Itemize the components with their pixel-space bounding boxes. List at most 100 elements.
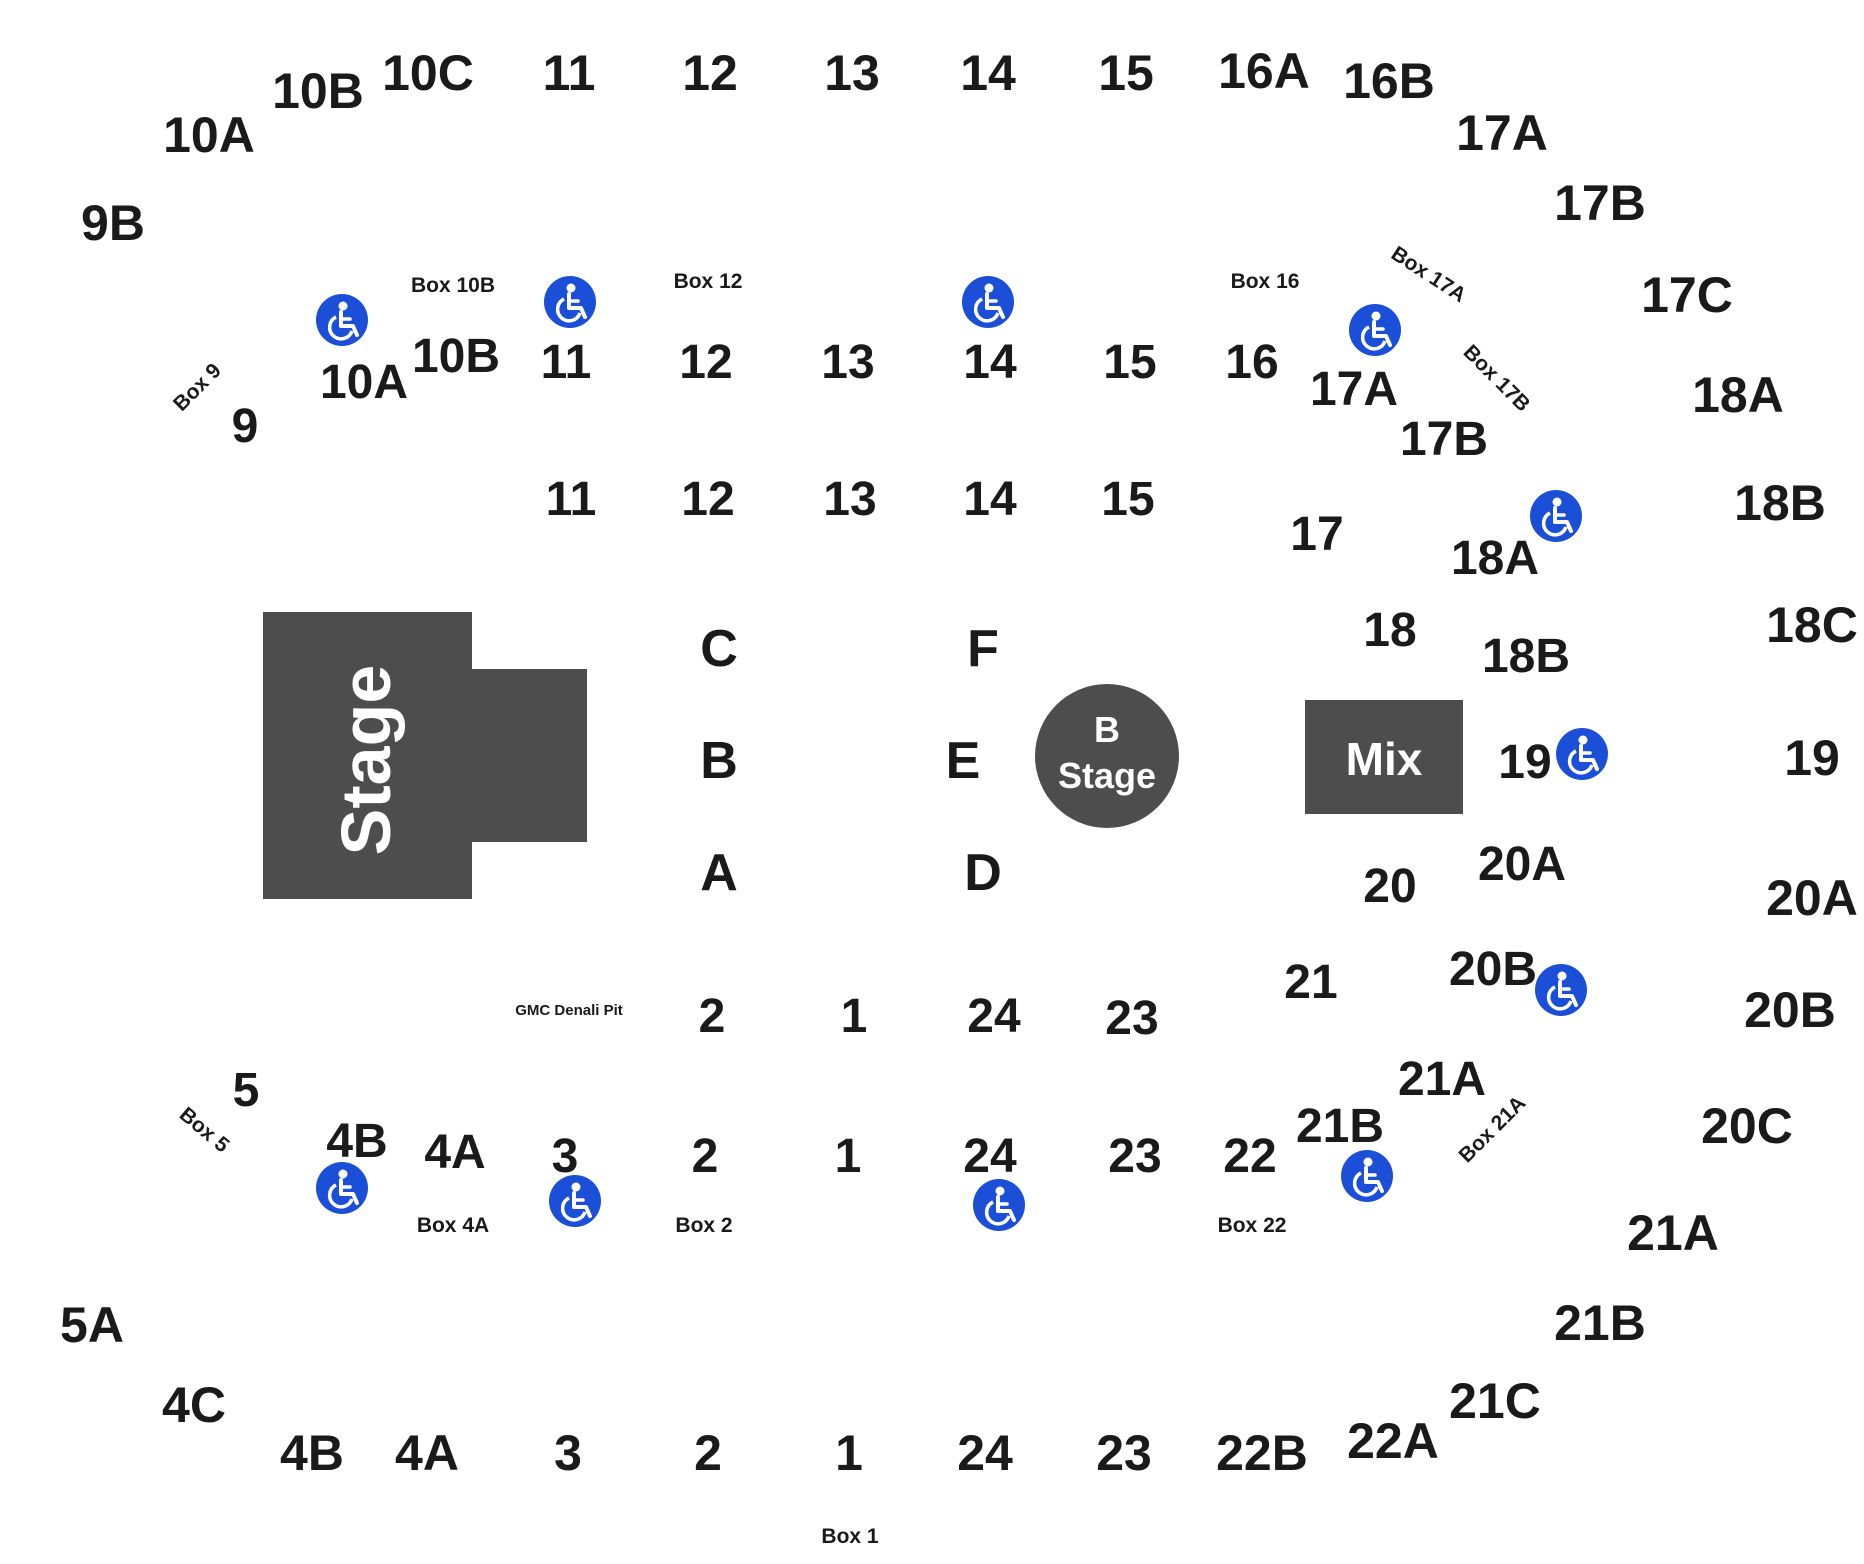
section-floor-b[interactable]: B [700,732,738,790]
box-2-label[interactable]: Box 2 [675,1214,732,1237]
section-upper-15[interactable]: 15 [1098,45,1154,101]
section-floor-f[interactable]: F [967,620,999,678]
section-upper-14[interactable]: 14 [960,45,1016,101]
section-upper-3[interactable]: 3 [554,1425,582,1481]
wheelchair-icon[interactable] [1554,726,1610,782]
section-upper-21b[interactable]: 21B [1554,1295,1646,1351]
section-upper-13[interactable]: 13 [824,45,880,101]
wheelchair-icon[interactable] [971,1177,1027,1233]
section-upper-18a[interactable]: 18A [1692,367,1784,423]
section-5a[interactable]: 5A [60,1297,124,1353]
section-lower-13[interactable]: 13 [823,473,876,526]
section-middle-1[interactable]: 1 [835,1130,862,1183]
section-upper-24[interactable]: 24 [957,1425,1013,1481]
wheelchair-icon[interactable] [547,1173,603,1229]
section-upper-10b[interactable]: 10B [272,63,364,119]
section-middle-14[interactable]: 14 [963,336,1017,389]
wheelchair-icon[interactable] [542,274,598,330]
box-12-label[interactable]: Box 12 [674,270,743,293]
section-upper-1[interactable]: 1 [835,1425,863,1481]
section-middle-4b[interactable]: 4B [326,1115,387,1168]
section-upper-21a[interactable]: 21A [1627,1205,1719,1261]
section-lower-18[interactable]: 18 [1363,604,1416,657]
section-middle-3[interactable]: 3 [552,1130,579,1183]
section-lower-20[interactable]: 20 [1363,860,1416,913]
section-upper-19[interactable]: 19 [1784,730,1840,786]
box-17a-label[interactable]: Box 17A [1387,242,1470,307]
wheelchair-icon[interactable] [1533,962,1589,1018]
section-middle-18b[interactable]: 18B [1482,630,1570,683]
section-middle-13[interactable]: 13 [821,336,874,389]
section-middle-16[interactable]: 16 [1225,336,1278,389]
wheelchair-icon[interactable] [314,1160,370,1216]
wheelchair-icon[interactable] [1528,488,1584,544]
section-upper-18b[interactable]: 18B [1734,475,1826,531]
section-middle-19[interactable]: 19 [1498,736,1551,789]
section-middle-15[interactable]: 15 [1103,336,1156,389]
section-9b[interactable]: 9B [81,195,145,251]
wheelchair-icon[interactable] [960,274,1016,330]
box-16-label[interactable]: Box 16 [1231,270,1300,293]
section-upper-17a[interactable]: 17A [1456,105,1548,161]
section-21c[interactable]: 21C [1449,1373,1541,1429]
box-4a-label[interactable]: Box 4A [417,1214,489,1237]
mix-booth[interactable]: Mix [1305,700,1463,814]
wheelchair-icon[interactable] [314,292,370,348]
box-5-label[interactable]: Box 5 [175,1103,234,1158]
section-middle-10a[interactable]: 10A [320,356,408,409]
section-22b[interactable]: 22B [1216,1425,1308,1481]
section-upper-10a[interactable]: 10A [163,107,255,163]
box-22-label[interactable]: Box 22 [1218,1214,1287,1237]
section-16b[interactable]: 16B [1343,53,1435,109]
box-9-label[interactable]: Box 9 [169,359,226,416]
wheelchair-icon[interactable] [1339,1148,1395,1204]
pit-label[interactable]: GMC Denali Pit [515,1002,623,1019]
section-4c[interactable]: 4C [162,1377,226,1433]
section-middle-9[interactable]: 9 [232,400,259,453]
section-floor-e[interactable]: E [946,732,981,790]
section-upper-23[interactable]: 23 [1096,1425,1152,1481]
section-middle-21a[interactable]: 21A [1398,1053,1486,1106]
section-lower-21[interactable]: 21 [1284,956,1337,1009]
section-10c[interactable]: 10C [382,45,474,101]
section-18c[interactable]: 18C [1766,597,1858,653]
section-middle-20b[interactable]: 20B [1449,943,1537,996]
section-middle-12[interactable]: 12 [679,336,732,389]
section-20c[interactable]: 20C [1701,1098,1793,1154]
section-lower-24[interactable]: 24 [967,990,1021,1043]
section-upper-2[interactable]: 2 [694,1425,722,1481]
section-floor-c[interactable]: C [700,620,738,678]
section-middle-11[interactable]: 11 [541,336,592,389]
section-middle-21b[interactable]: 21B [1296,1100,1384,1153]
section-upper-12[interactable]: 12 [682,45,738,101]
section-middle-20a[interactable]: 20A [1478,838,1566,891]
section-lower-14[interactable]: 14 [963,473,1017,526]
section-floor-d[interactable]: D [964,844,1002,902]
section-lower-17[interactable]: 17 [1290,508,1343,561]
section-middle-17b[interactable]: 17B [1400,413,1488,466]
section-middle-24[interactable]: 24 [963,1130,1017,1183]
section-lower-1[interactable]: 1 [841,990,868,1043]
section-middle-4a[interactable]: 4A [424,1126,485,1179]
section-22a[interactable]: 22A [1347,1413,1439,1469]
section-upper-4a[interactable]: 4A [395,1425,459,1481]
section-lower-15[interactable]: 15 [1101,473,1154,526]
section-upper-20b[interactable]: 20B [1744,982,1836,1038]
box-1-label[interactable]: Box 1 [821,1525,879,1548]
main-stage[interactable]: Stage [263,612,587,899]
section-middle-5[interactable]: 5 [233,1064,260,1117]
section-16a[interactable]: 16A [1218,43,1310,99]
section-lower-23[interactable]: 23 [1105,992,1158,1045]
box-17b-label[interactable]: Box 17B [1459,341,1535,417]
box-10b-label[interactable]: Box 10B [411,274,495,297]
section-lower-11[interactable]: 11 [546,473,597,526]
section-middle-2[interactable]: 2 [692,1130,719,1183]
section-middle-17a[interactable]: 17A [1310,363,1398,416]
section-middle-22[interactable]: 22 [1223,1130,1276,1183]
section-middle-10b[interactable]: 10B [412,330,500,383]
section-floor-a[interactable]: A [700,844,738,902]
section-upper-20a[interactable]: 20A [1766,870,1858,926]
section-middle-18a[interactable]: 18A [1451,532,1539,585]
b-stage[interactable]: B Stage [1035,684,1179,828]
section-middle-23[interactable]: 23 [1108,1130,1161,1183]
